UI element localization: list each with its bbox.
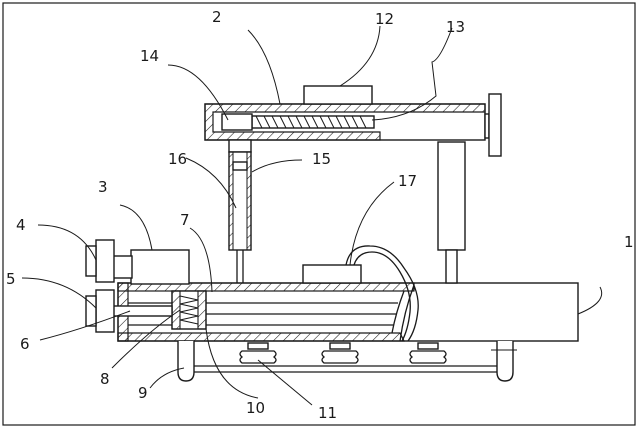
label-1: 1 bbox=[624, 233, 634, 251]
label-12: 12 bbox=[375, 10, 394, 28]
spring-slider bbox=[171, 290, 207, 330]
vacuum-pump bbox=[302, 245, 419, 342]
support-frame bbox=[177, 341, 517, 382]
label-7: 7 bbox=[180, 211, 190, 229]
top-beam bbox=[204, 93, 502, 157]
top-motor bbox=[303, 85, 373, 105]
label-8: 8 bbox=[100, 370, 110, 388]
label-14: 14 bbox=[140, 47, 159, 65]
label-5: 5 bbox=[6, 270, 16, 288]
label-11: 11 bbox=[318, 404, 337, 422]
label-6: 6 bbox=[20, 335, 30, 353]
lift-cylinder bbox=[228, 139, 252, 283]
reference-numerals: 1 2 3 4 5 6 7 8 9 10 11 12 13 14 15 16 1… bbox=[6, 8, 634, 422]
label-13: 13 bbox=[446, 18, 465, 36]
support-column bbox=[437, 141, 466, 284]
leader-lines bbox=[21, 25, 603, 406]
label-10: 10 bbox=[246, 399, 265, 417]
motor-assembly bbox=[85, 239, 190, 333]
label-2: 2 bbox=[212, 8, 222, 26]
suction-cups bbox=[239, 342, 447, 364]
label-16: 16 bbox=[168, 150, 187, 168]
label-9: 9 bbox=[138, 384, 148, 402]
label-3: 3 bbox=[98, 178, 108, 196]
label-17: 17 bbox=[398, 172, 417, 190]
label-4: 4 bbox=[16, 216, 26, 234]
label-15: 15 bbox=[312, 150, 331, 168]
